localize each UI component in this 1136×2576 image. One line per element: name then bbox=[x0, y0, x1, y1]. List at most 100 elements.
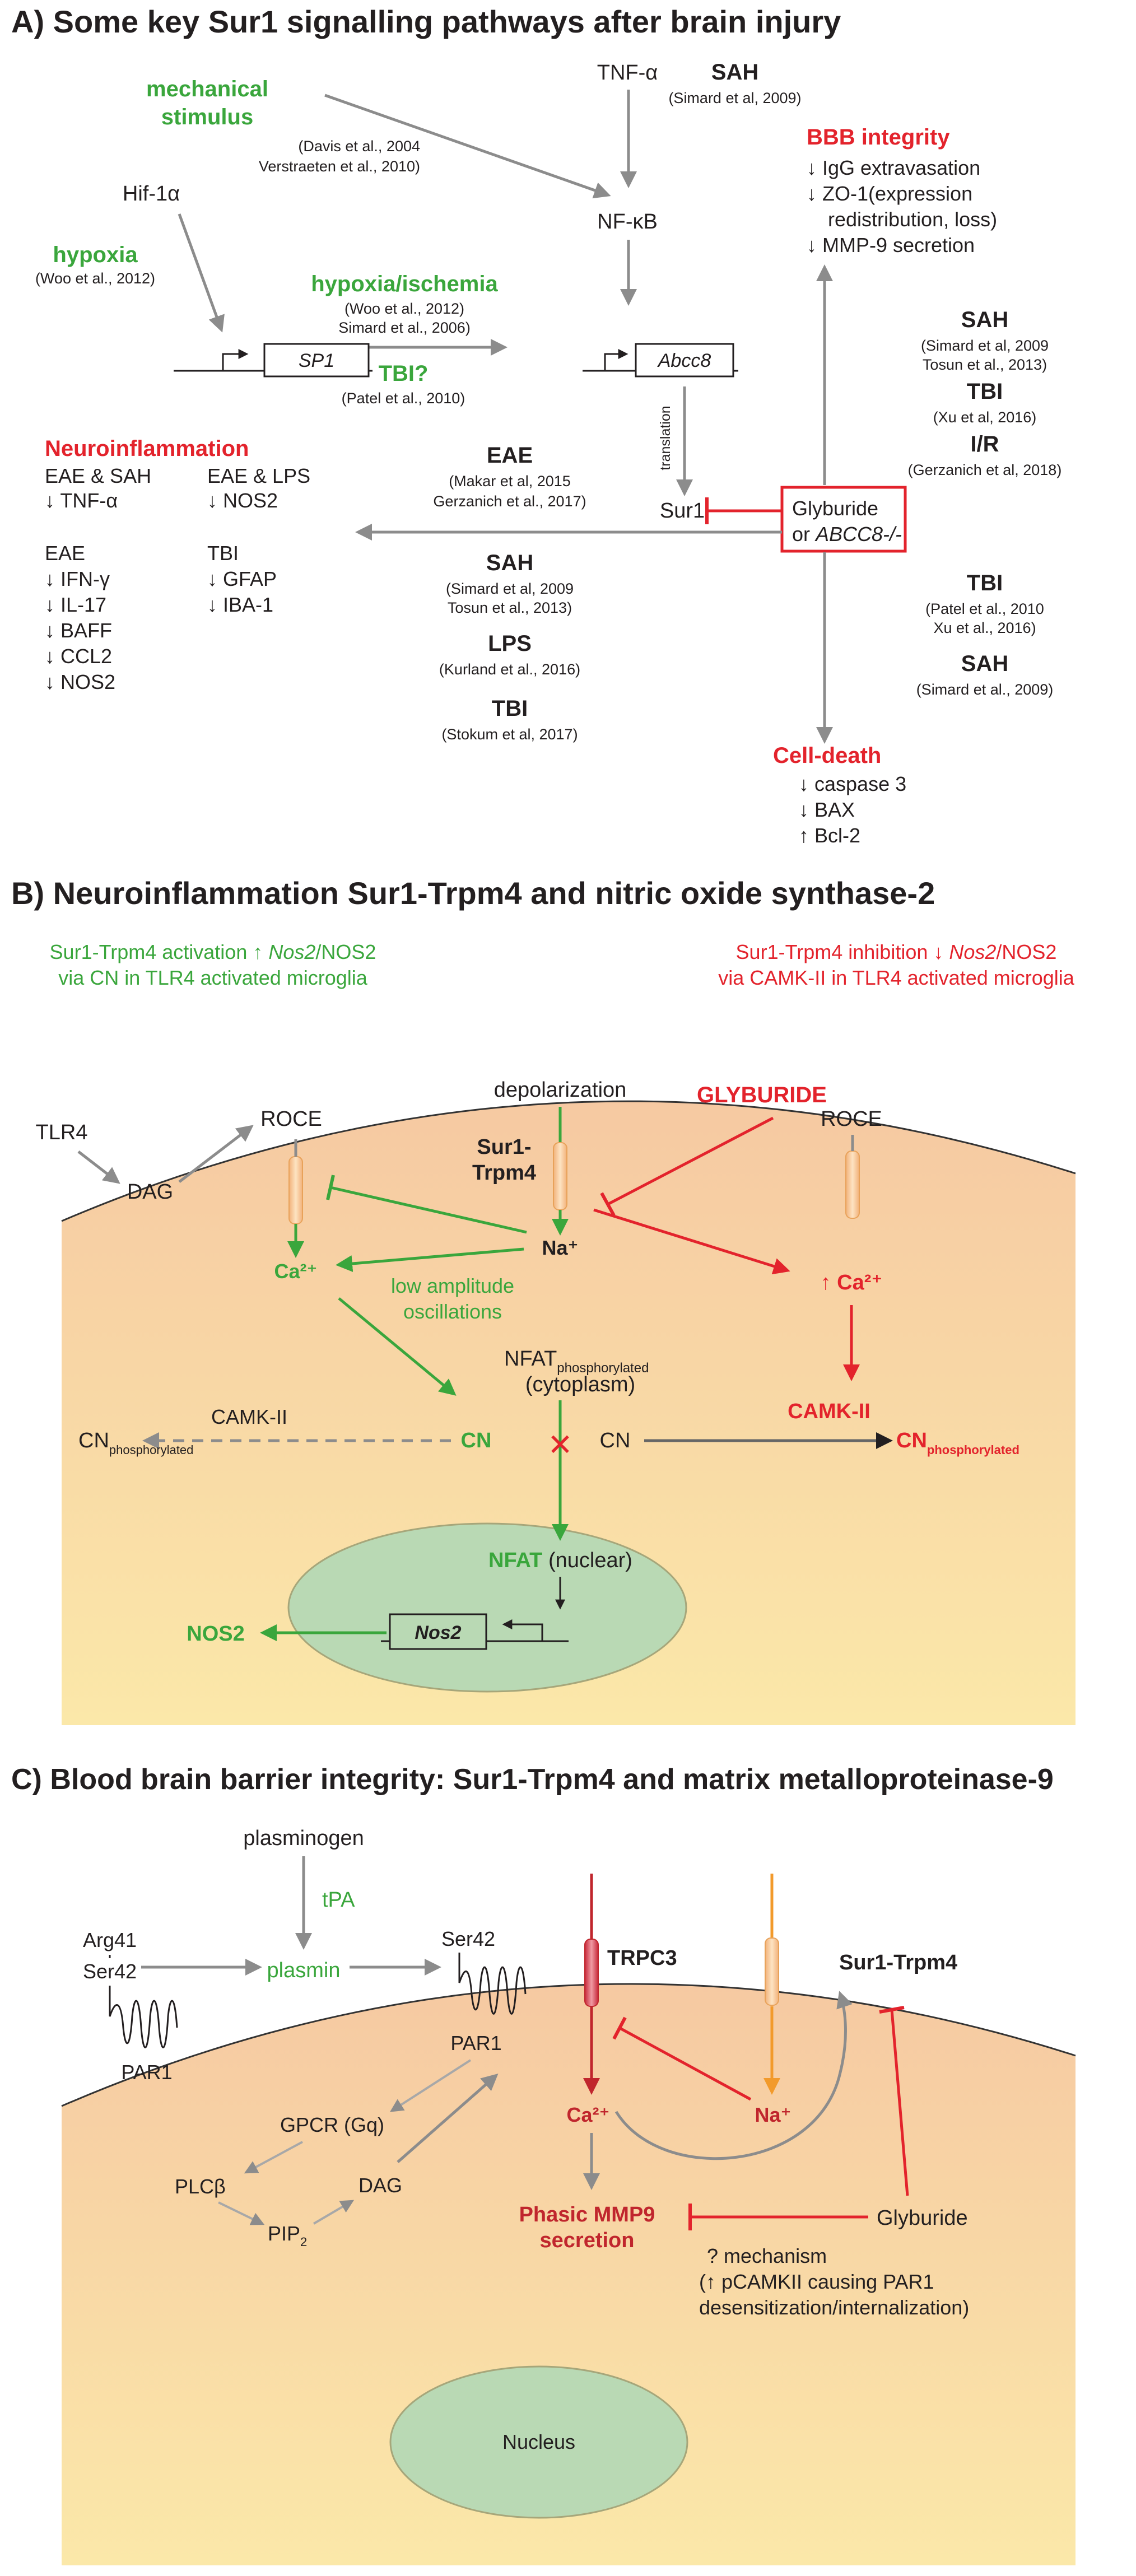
b-right-head-1: Sur1-Trpm4 inhibition ↓ Nos2/NOS2 bbox=[736, 940, 1057, 963]
nfat-phos: NFATphosphorylated bbox=[504, 1347, 649, 1376]
mid-eae-ref-2: Gerzanich et al., 2017) bbox=[433, 493, 586, 510]
bbb-item-2: ↓ ZO-1(expression bbox=[807, 182, 972, 205]
mmp9-l2: secretion bbox=[540, 2229, 635, 2252]
mid-sah-ref-2: Tosun et al., 2013) bbox=[448, 599, 572, 616]
death-tbi-ref-2: Xu et al., 2016) bbox=[933, 619, 1036, 636]
par1-right-helices bbox=[458, 1953, 527, 2015]
death-tbi: TBI bbox=[967, 571, 1003, 595]
sp1-box bbox=[263, 343, 370, 378]
plcb: PLCβ bbox=[175, 2175, 226, 2198]
nos2-gene-box bbox=[389, 1613, 487, 1650]
mid-lps-ref: (Kurland et al., 2016) bbox=[439, 661, 580, 678]
bbb-sah: SAH bbox=[961, 308, 1008, 332]
glyburide-c: Glyburide bbox=[877, 2206, 968, 2230]
b-right-head-2: via CAMK-II in TLR4 activated microglia bbox=[718, 966, 1075, 989]
arrow-gpcr-to-plc bbox=[244, 2141, 303, 2174]
bbb-ir-ref: (Gerzanich et al, 2018) bbox=[908, 462, 1062, 478]
arrow-plc-to-pip2 bbox=[218, 2201, 265, 2225]
plasmin: plasmin bbox=[267, 1959, 341, 1982]
death-sah-ref: (Simard et al., 2009) bbox=[916, 681, 1054, 698]
ni-col2-a: ↓ NOS2 bbox=[207, 489, 278, 512]
na-b: Na⁺ bbox=[542, 1236, 578, 1259]
cytoplasm-label: (cytoplasm) bbox=[525, 1373, 635, 1396]
dag-b: DAG bbox=[127, 1180, 173, 1204]
abcc8-knockout: ABCC8-/- bbox=[814, 523, 902, 546]
panel-a-title: A) Some key Sur1 signalling pathways aft… bbox=[11, 4, 841, 39]
death-sah: SAH bbox=[961, 651, 1008, 676]
translation-label: translation bbox=[658, 406, 673, 470]
b-left-head-2: via CN in TLR4 activated microglia bbox=[58, 966, 368, 989]
mid-tbi-ref: (Stokum et al, 2017) bbox=[441, 726, 578, 743]
sp1-label: SP1 bbox=[299, 350, 334, 371]
bbb-tbi-ref: (Xu et al, 2016) bbox=[933, 409, 1037, 426]
gpcr: GPCR (Gq) bbox=[280, 2113, 384, 2136]
hif1a: Hif-1α bbox=[123, 182, 180, 206]
depolarization: depolarization bbox=[494, 1078, 627, 1102]
nfat-nuclear: NFAT (nuclear) bbox=[488, 1549, 632, 1572]
na-inhibit-roce-line bbox=[330, 1186, 527, 1234]
cell-b-membrane bbox=[61, 1100, 1076, 1222]
arrow-na-to-ca-red bbox=[593, 1208, 790, 1275]
bbb-tbi: TBI bbox=[967, 379, 1003, 404]
mechanical-stimulus-l2: stimulus bbox=[161, 105, 253, 129]
panel-c: C) Blood brain barrier integrity: Sur1-T… bbox=[11, 1763, 1076, 2565]
celldeath-title: Cell-death bbox=[773, 743, 881, 768]
hypoxia-ref: (Woo et al., 2012) bbox=[35, 270, 155, 287]
mid-eae: EAE bbox=[487, 443, 533, 468]
panel-a: A) Some key Sur1 signalling pathways aft… bbox=[11, 4, 1061, 847]
sah-label-top: SAH bbox=[711, 60, 758, 85]
mid-eae-ref-1: (Makar et al, 2015 bbox=[449, 473, 571, 490]
glyburide-inhibit-line bbox=[607, 1116, 774, 1206]
arrow-dag-to-roce bbox=[178, 1125, 254, 1183]
arrow-dag-to-trpc3 bbox=[397, 2074, 499, 2163]
celldeath-3: ↑ Bcl-2 bbox=[799, 824, 860, 847]
sur1trpm4-label-c: Sur1-Trpm4 bbox=[839, 1951, 957, 1974]
ni-col3-c: ↓ BAFF bbox=[45, 619, 112, 642]
cell-c-membrane bbox=[61, 1983, 1076, 2107]
ni-col1-a: ↓ TNF-α bbox=[45, 489, 118, 512]
ser42-left: Ser42 bbox=[83, 1960, 137, 1983]
na-c: Na⁺ bbox=[755, 2103, 791, 2126]
hi-ref-2: Simard et al., 2006) bbox=[338, 319, 471, 336]
panel-c-title: C) Blood brain barrier integrity: Sur1-T… bbox=[11, 1763, 1054, 1796]
glyb-inhibit-channel-bar bbox=[879, 2006, 905, 2014]
arrow-par1-to-gpcr bbox=[389, 2059, 472, 2112]
arrow-hif-to-sp1 bbox=[178, 213, 225, 333]
cell-c bbox=[62, 1984, 1076, 2565]
trpm4-label-b: Trpm4 bbox=[472, 1161, 536, 1185]
sur1trpm4-channel-c bbox=[765, 1937, 779, 2006]
glyburide-label: Glyburide bbox=[792, 497, 878, 520]
arrow-na-to-ca bbox=[336, 1247, 524, 1272]
cn-phos-left: CNphosphorylated bbox=[78, 1429, 193, 1457]
roce-channel-right bbox=[845, 1150, 860, 1219]
glyb-inhibit-channel-line bbox=[890, 2009, 909, 2196]
tbi-question-ref: (Patel et al., 2010) bbox=[342, 390, 465, 407]
ni-col3-a: ↓ IFN-γ bbox=[45, 567, 110, 590]
ni-col2-head: EAE & LPS bbox=[207, 464, 310, 487]
arrow-pip2-to-dag bbox=[313, 2200, 355, 2225]
death-tbi-ref-1: (Patel et al., 2010 bbox=[925, 600, 1044, 617]
lao-2: oscillations bbox=[403, 1300, 502, 1323]
par1-right: PAR1 bbox=[450, 2032, 501, 2055]
bbb-integrity-title: BBB integrity bbox=[807, 125, 950, 150]
ni-col4-a: ↓ GFAP bbox=[207, 567, 277, 590]
abcc8-label: Abcc8 bbox=[657, 350, 711, 371]
ni-col4-head: TBI bbox=[207, 542, 239, 565]
nos2-protein: NOS2 bbox=[187, 1622, 244, 1646]
mid-sah: SAH bbox=[486, 551, 533, 575]
ca-up-red: ↑ Ca²⁺ bbox=[821, 1271, 883, 1294]
cn-right: CN bbox=[600, 1429, 631, 1452]
nucleus-label: Nucleus bbox=[502, 2430, 575, 2453]
nucleus-c bbox=[389, 2365, 688, 2519]
cn-green: CN bbox=[461, 1429, 492, 1452]
mid-sah-ref-1: (Simard et al, 2009 bbox=[446, 580, 574, 597]
roce-left: ROCE bbox=[260, 1107, 322, 1131]
mechanism-2: (↑ pCAMKII causing PAR1 bbox=[699, 2270, 934, 2293]
mid-lps: LPS bbox=[488, 631, 532, 656]
b-left-head-1: Sur1-Trpm4 activation ↑ Nos2/NOS2 bbox=[50, 940, 376, 963]
glyburide-inhibit-bar bbox=[600, 1192, 616, 1217]
hypoxia: hypoxia bbox=[53, 243, 138, 267]
tnf-alpha: TNF-α bbox=[597, 61, 658, 85]
ca-c: Ca²⁺ bbox=[566, 2103, 609, 2126]
sur1-protein: Sur1 bbox=[660, 499, 705, 523]
